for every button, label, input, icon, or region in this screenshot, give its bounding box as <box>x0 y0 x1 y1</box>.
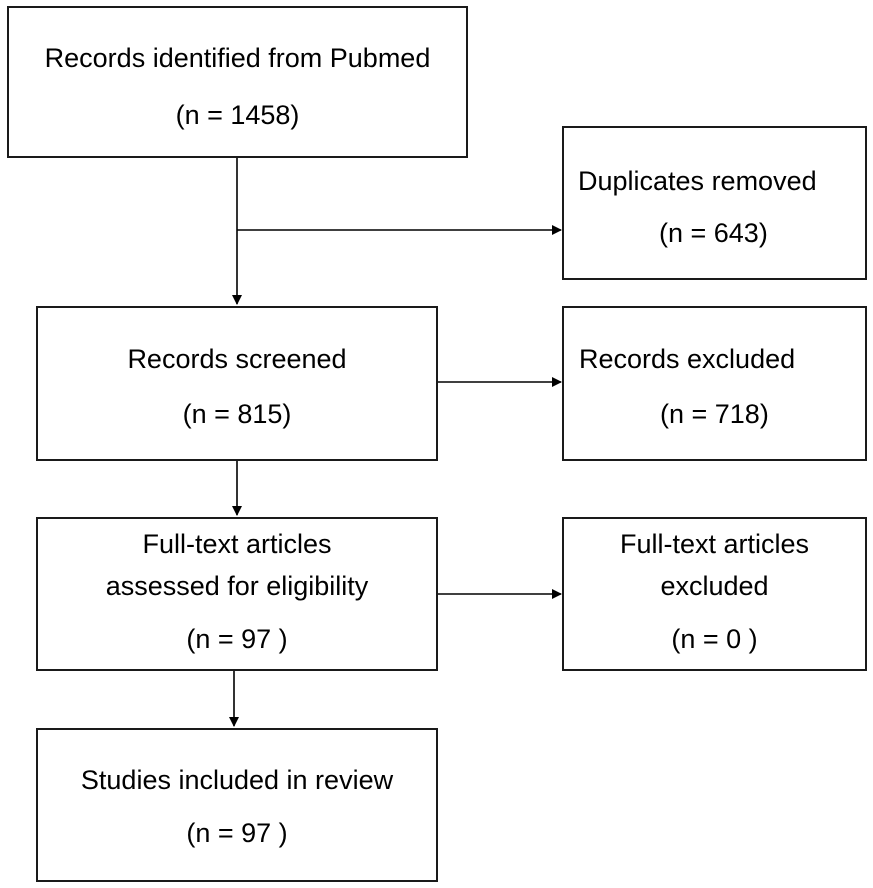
fulltext-assessed-label-1: Full-text articles <box>142 529 332 559</box>
fulltext-assessed-count: (n = 97 ) <box>186 624 288 654</box>
records-excluded-label: Records excluded <box>579 344 796 374</box>
fulltext-assessed-box: Full-text articles assessed for eligibil… <box>36 517 438 671</box>
studies-included-count: (n = 97 ) <box>186 818 288 848</box>
studies-included-label: Studies included in review <box>80 765 394 795</box>
fulltext-excluded-label-1: Full-text articles <box>619 529 810 559</box>
fulltext-excluded-count: (n = 0 ) <box>671 624 758 654</box>
records-excluded-box: Records excluded (n = 718) <box>562 306 867 461</box>
records-identified-box: Records identified from Pubmed (n = 1458… <box>7 6 468 158</box>
fulltext-excluded-label-2: excluded <box>660 571 769 601</box>
fulltext-assessed-label-2: assessed for eligibility <box>105 571 369 601</box>
studies-included-box: Studies included in review (n = 97 ) <box>36 728 438 882</box>
records-excluded-count: (n = 718) <box>660 399 769 429</box>
records-screened-box: Records screened (n = 815) <box>36 306 438 461</box>
fulltext-excluded-box: Full-text articles excluded (n = 0 ) <box>562 517 867 671</box>
records-screened-label: Records screened <box>127 344 347 374</box>
duplicates-removed-box: Duplicates removed (n = 643) <box>562 126 867 280</box>
records-screened-count: (n = 815) <box>182 399 292 429</box>
duplicates-removed-label: Duplicates removed <box>578 166 817 196</box>
records-identified-count: (n = 1458) <box>175 100 300 130</box>
duplicates-removed-count: (n = 643) <box>659 218 768 248</box>
records-identified-label: Records identified from Pubmed <box>44 43 431 73</box>
